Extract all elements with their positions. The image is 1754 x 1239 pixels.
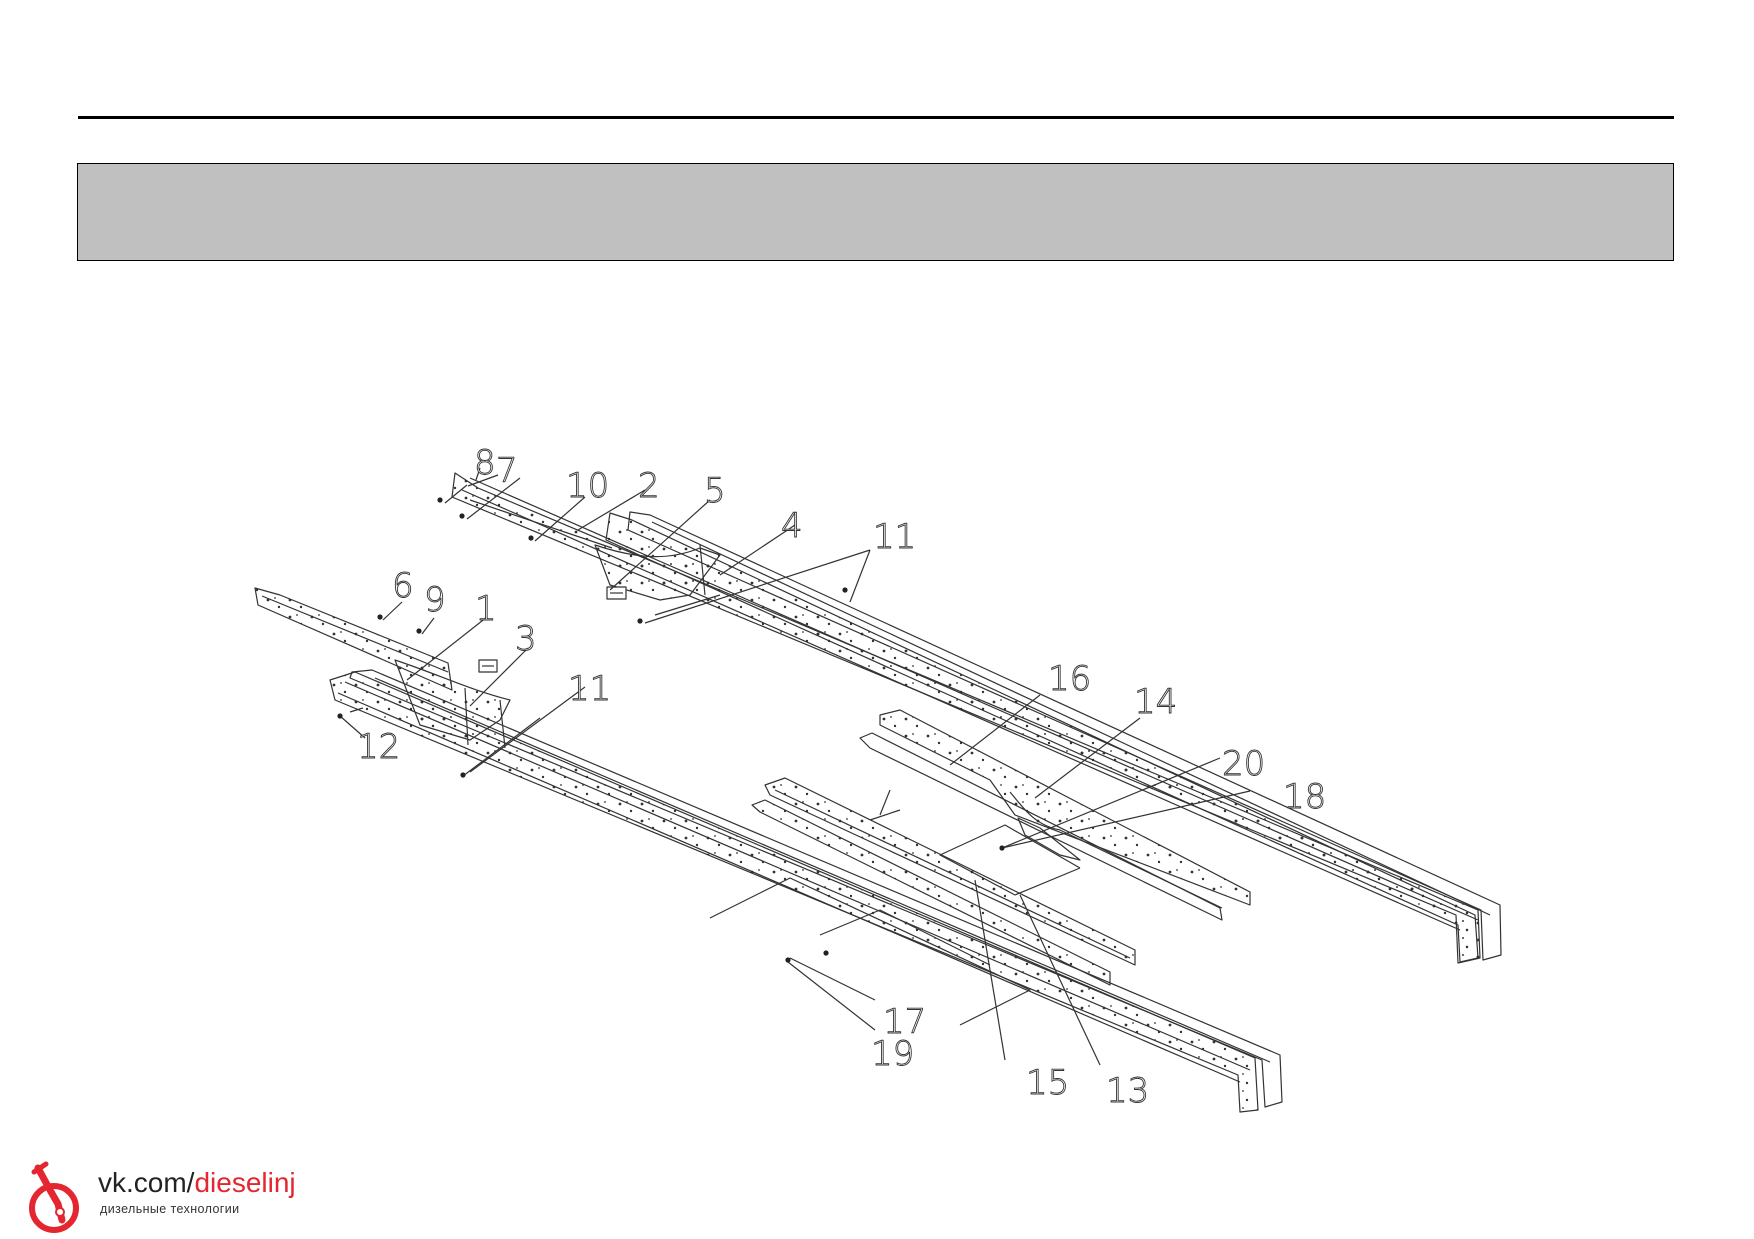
callout-11-upper: 11 bbox=[873, 517, 916, 557]
logo-tagline: дизельные технологии bbox=[100, 1202, 240, 1216]
callout-6: 6 bbox=[392, 566, 414, 606]
callout-1: 1 bbox=[475, 589, 497, 629]
logo-url-prefix: vk.com/ bbox=[98, 1167, 195, 1198]
callout-20: 20 bbox=[1222, 744, 1265, 784]
callout-17: 17 bbox=[883, 1002, 926, 1042]
lower-reinforcement bbox=[751, 777, 1136, 986]
callout-8: 8 bbox=[474, 443, 496, 483]
callout-numbers: 8 7 10 2 5 4 11 6 9 1 3 11 12 16 14 20 1… bbox=[357, 443, 1327, 1112]
callout-7: 7 bbox=[496, 451, 518, 491]
logo-url[interactable]: vk.com/dieselinj bbox=[98, 1168, 296, 1198]
callout-9: 9 bbox=[424, 580, 446, 620]
callout-19: 19 bbox=[871, 1034, 914, 1074]
callout-2: 2 bbox=[638, 466, 660, 506]
callout-14: 14 bbox=[1134, 682, 1177, 722]
callout-15: 15 bbox=[1026, 1063, 1069, 1103]
bracket-guides bbox=[709, 789, 1081, 1026]
callout-4: 4 bbox=[781, 506, 803, 546]
header-rule bbox=[78, 116, 1674, 119]
callout-11-lower: 11 bbox=[568, 669, 611, 709]
callout-13: 13 bbox=[1106, 1071, 1149, 1111]
injector-icon bbox=[29, 1161, 79, 1233]
callout-18: 18 bbox=[1283, 777, 1326, 817]
callout-5: 5 bbox=[704, 471, 726, 511]
leader-dots bbox=[337, 497, 1005, 963]
lower-side-member bbox=[254, 587, 1283, 1113]
logo-url-slug: dieselinj bbox=[194, 1167, 296, 1198]
upper-reinforcement bbox=[859, 709, 1251, 921]
callout-12: 12 bbox=[357, 727, 400, 767]
vk-dieselinj-logo: vk.com/dieselinj дизельные технологии bbox=[14, 1158, 304, 1234]
callout-10: 10 bbox=[566, 466, 609, 506]
leader-lines bbox=[339, 467, 1251, 1066]
title-band bbox=[77, 163, 1674, 261]
callout-16: 16 bbox=[1048, 659, 1091, 699]
callout-3: 3 bbox=[515, 619, 537, 659]
